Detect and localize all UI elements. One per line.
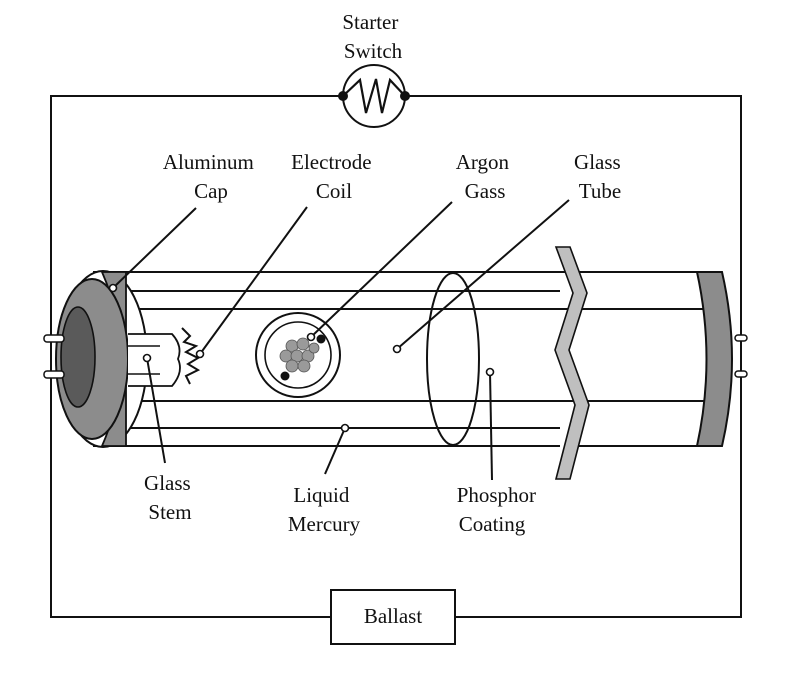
right-end-cap [695, 271, 748, 447]
left-pin-bottom [43, 370, 65, 379]
cap-face-inner [60, 306, 96, 408]
ballast: Ballast [330, 589, 456, 645]
ballast-box [330, 589, 456, 645]
glass-tube-body [93, 271, 715, 447]
leader-lines [108, 199, 570, 481]
starter-switch-terminal-left [338, 91, 348, 101]
glass-tube-label: Glass Tube [574, 150, 626, 203]
starter-switch-terminal-right [400, 91, 410, 101]
starter-switch [338, 64, 410, 128]
electrode-coil [181, 327, 201, 385]
phosphor-coating-ring [426, 272, 480, 446]
right-pin-top [734, 334, 748, 342]
tube-break-mark [554, 246, 590, 480]
electrode-coil-label: Electrode Coil [291, 150, 377, 203]
starter-switch-zigzag [342, 77, 406, 114]
glass-stem-label: Glass Stem [144, 471, 196, 524]
left-pin-top [43, 334, 65, 343]
mercury-cross-section [255, 312, 341, 398]
argon-gass-label: Argon Gass [456, 150, 515, 203]
starter-switch-label: Starter Switch [342, 10, 403, 63]
liquid-mercury-label: Liquid Mercury [288, 483, 361, 536]
glass-stem [128, 333, 181, 387]
phosphor-coating-label: Phosphor Coating [457, 483, 542, 536]
aluminum-cap-label: Aluminum Cap [163, 150, 259, 203]
ballast-label: Ballast [364, 604, 422, 628]
mercury-droplets [279, 337, 320, 373]
right-pin-bottom [734, 370, 748, 378]
aluminum-cap [43, 270, 148, 448]
